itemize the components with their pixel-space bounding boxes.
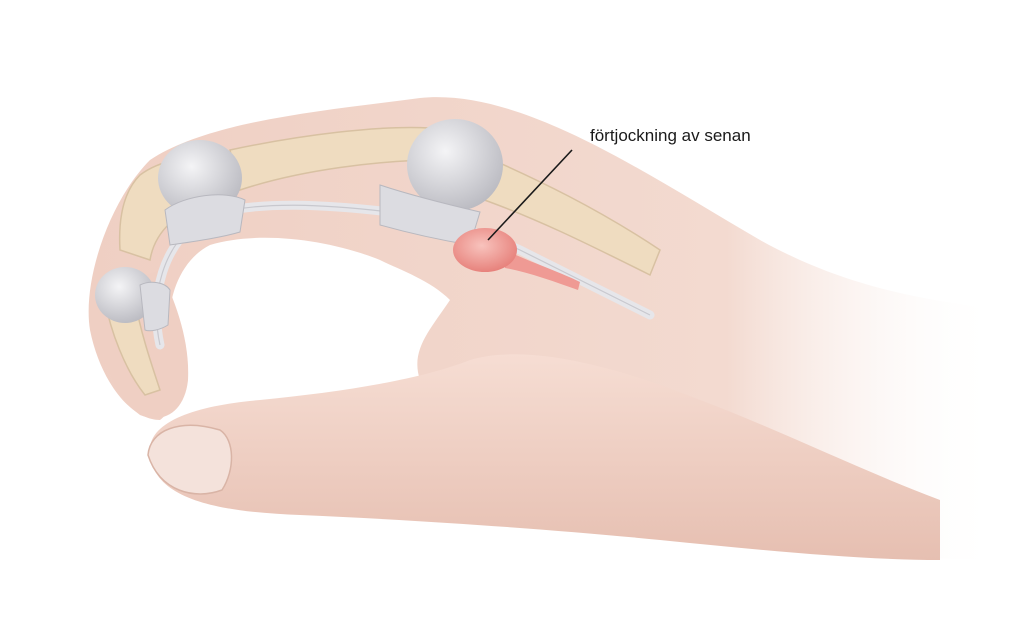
thumbnail — [148, 425, 232, 494]
nodule — [453, 228, 517, 272]
a4-pulley — [140, 282, 170, 330]
annotation-label: förtjockning av senan — [590, 126, 751, 145]
